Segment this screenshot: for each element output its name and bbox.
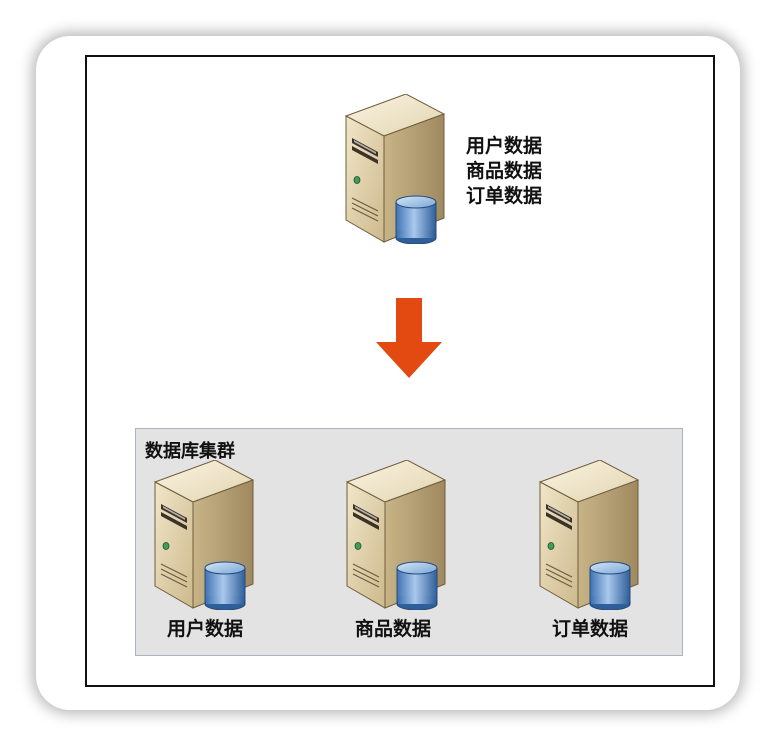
cluster-node-label-order: 订单数据 [551, 618, 628, 640]
central-server-labels: 用户数据 商品数据 订单数据 [466, 134, 542, 209]
central-label-order-data: 订单数据 [466, 185, 543, 207]
product-db-server-icon [345, 460, 447, 610]
central-server-icon [344, 94, 446, 244]
cluster-title: 数据库集群 [145, 441, 235, 462]
central-label-product-data: 商品数据 [466, 160, 543, 182]
cluster-node-label-product: 商品数据 [354, 618, 431, 640]
order-db-server-icon [538, 460, 640, 610]
user-db-server-icon [153, 460, 255, 610]
cluster-node-label-user: 用户数据 [166, 618, 243, 640]
central-label-user-data: 用户数据 [466, 135, 543, 157]
down-arrow-icon [376, 298, 442, 378]
